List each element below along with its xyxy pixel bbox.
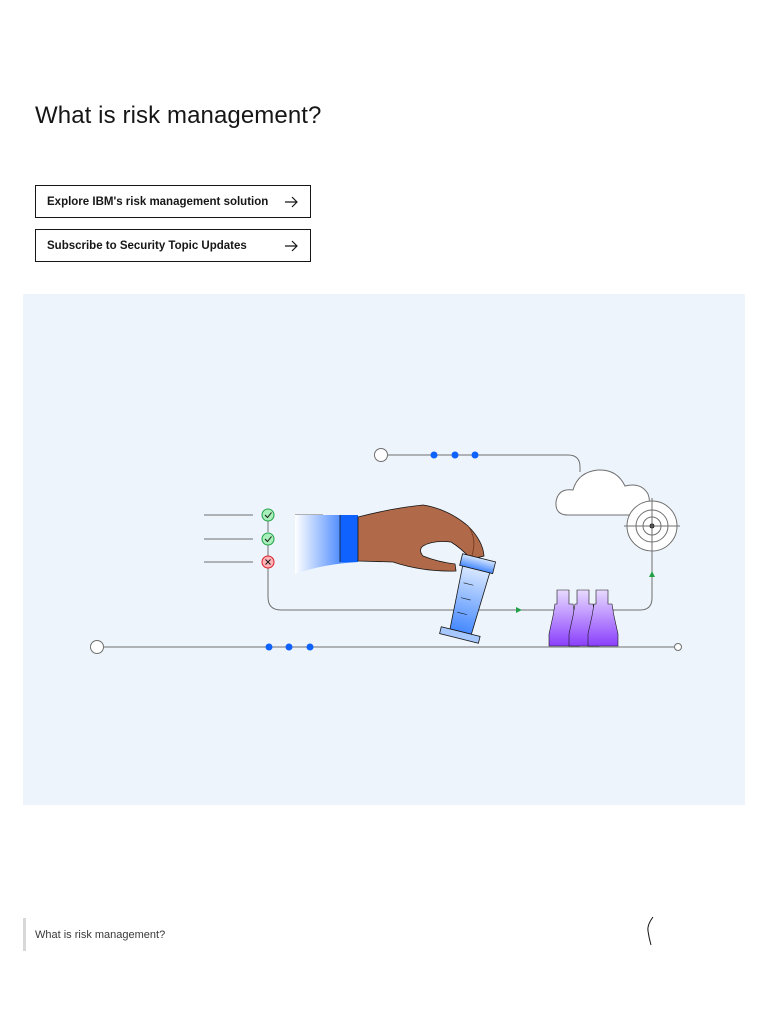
explore-button-label: Explore IBM's risk management solution — [47, 195, 269, 208]
subscribe-button-label: Subscribe to Security Topic Updates — [47, 239, 247, 252]
bottom-flow-line — [90, 640, 682, 654]
hero-illustration — [23, 294, 745, 805]
pawn-icon — [548, 589, 619, 647]
rook-icon — [439, 553, 497, 644]
chevron-left-icon[interactable] — [640, 914, 660, 948]
checkmark-icon — [261, 508, 275, 522]
arrow-right-icon — [285, 240, 298, 251]
top-flow-line — [374, 448, 581, 472]
x-mark-icon — [261, 555, 275, 569]
page-title: What is risk management? — [35, 102, 322, 129]
explore-risk-management-button[interactable]: Explore IBM's risk management solution — [35, 185, 311, 218]
arrow-right-icon — [285, 196, 298, 207]
checklist — [204, 508, 275, 569]
hand-icon — [295, 504, 485, 574]
cloud-icon — [555, 469, 650, 516]
target-icon — [624, 498, 680, 554]
toc-current-section-label: What is risk management? — [35, 928, 166, 941]
table-of-contents-current[interactable]: What is risk management? — [23, 918, 165, 951]
risk-management-illustration — [90, 448, 682, 654]
subscribe-updates-button[interactable]: Subscribe to Security Topic Updates — [35, 229, 311, 262]
checkmark-icon — [261, 532, 275, 546]
